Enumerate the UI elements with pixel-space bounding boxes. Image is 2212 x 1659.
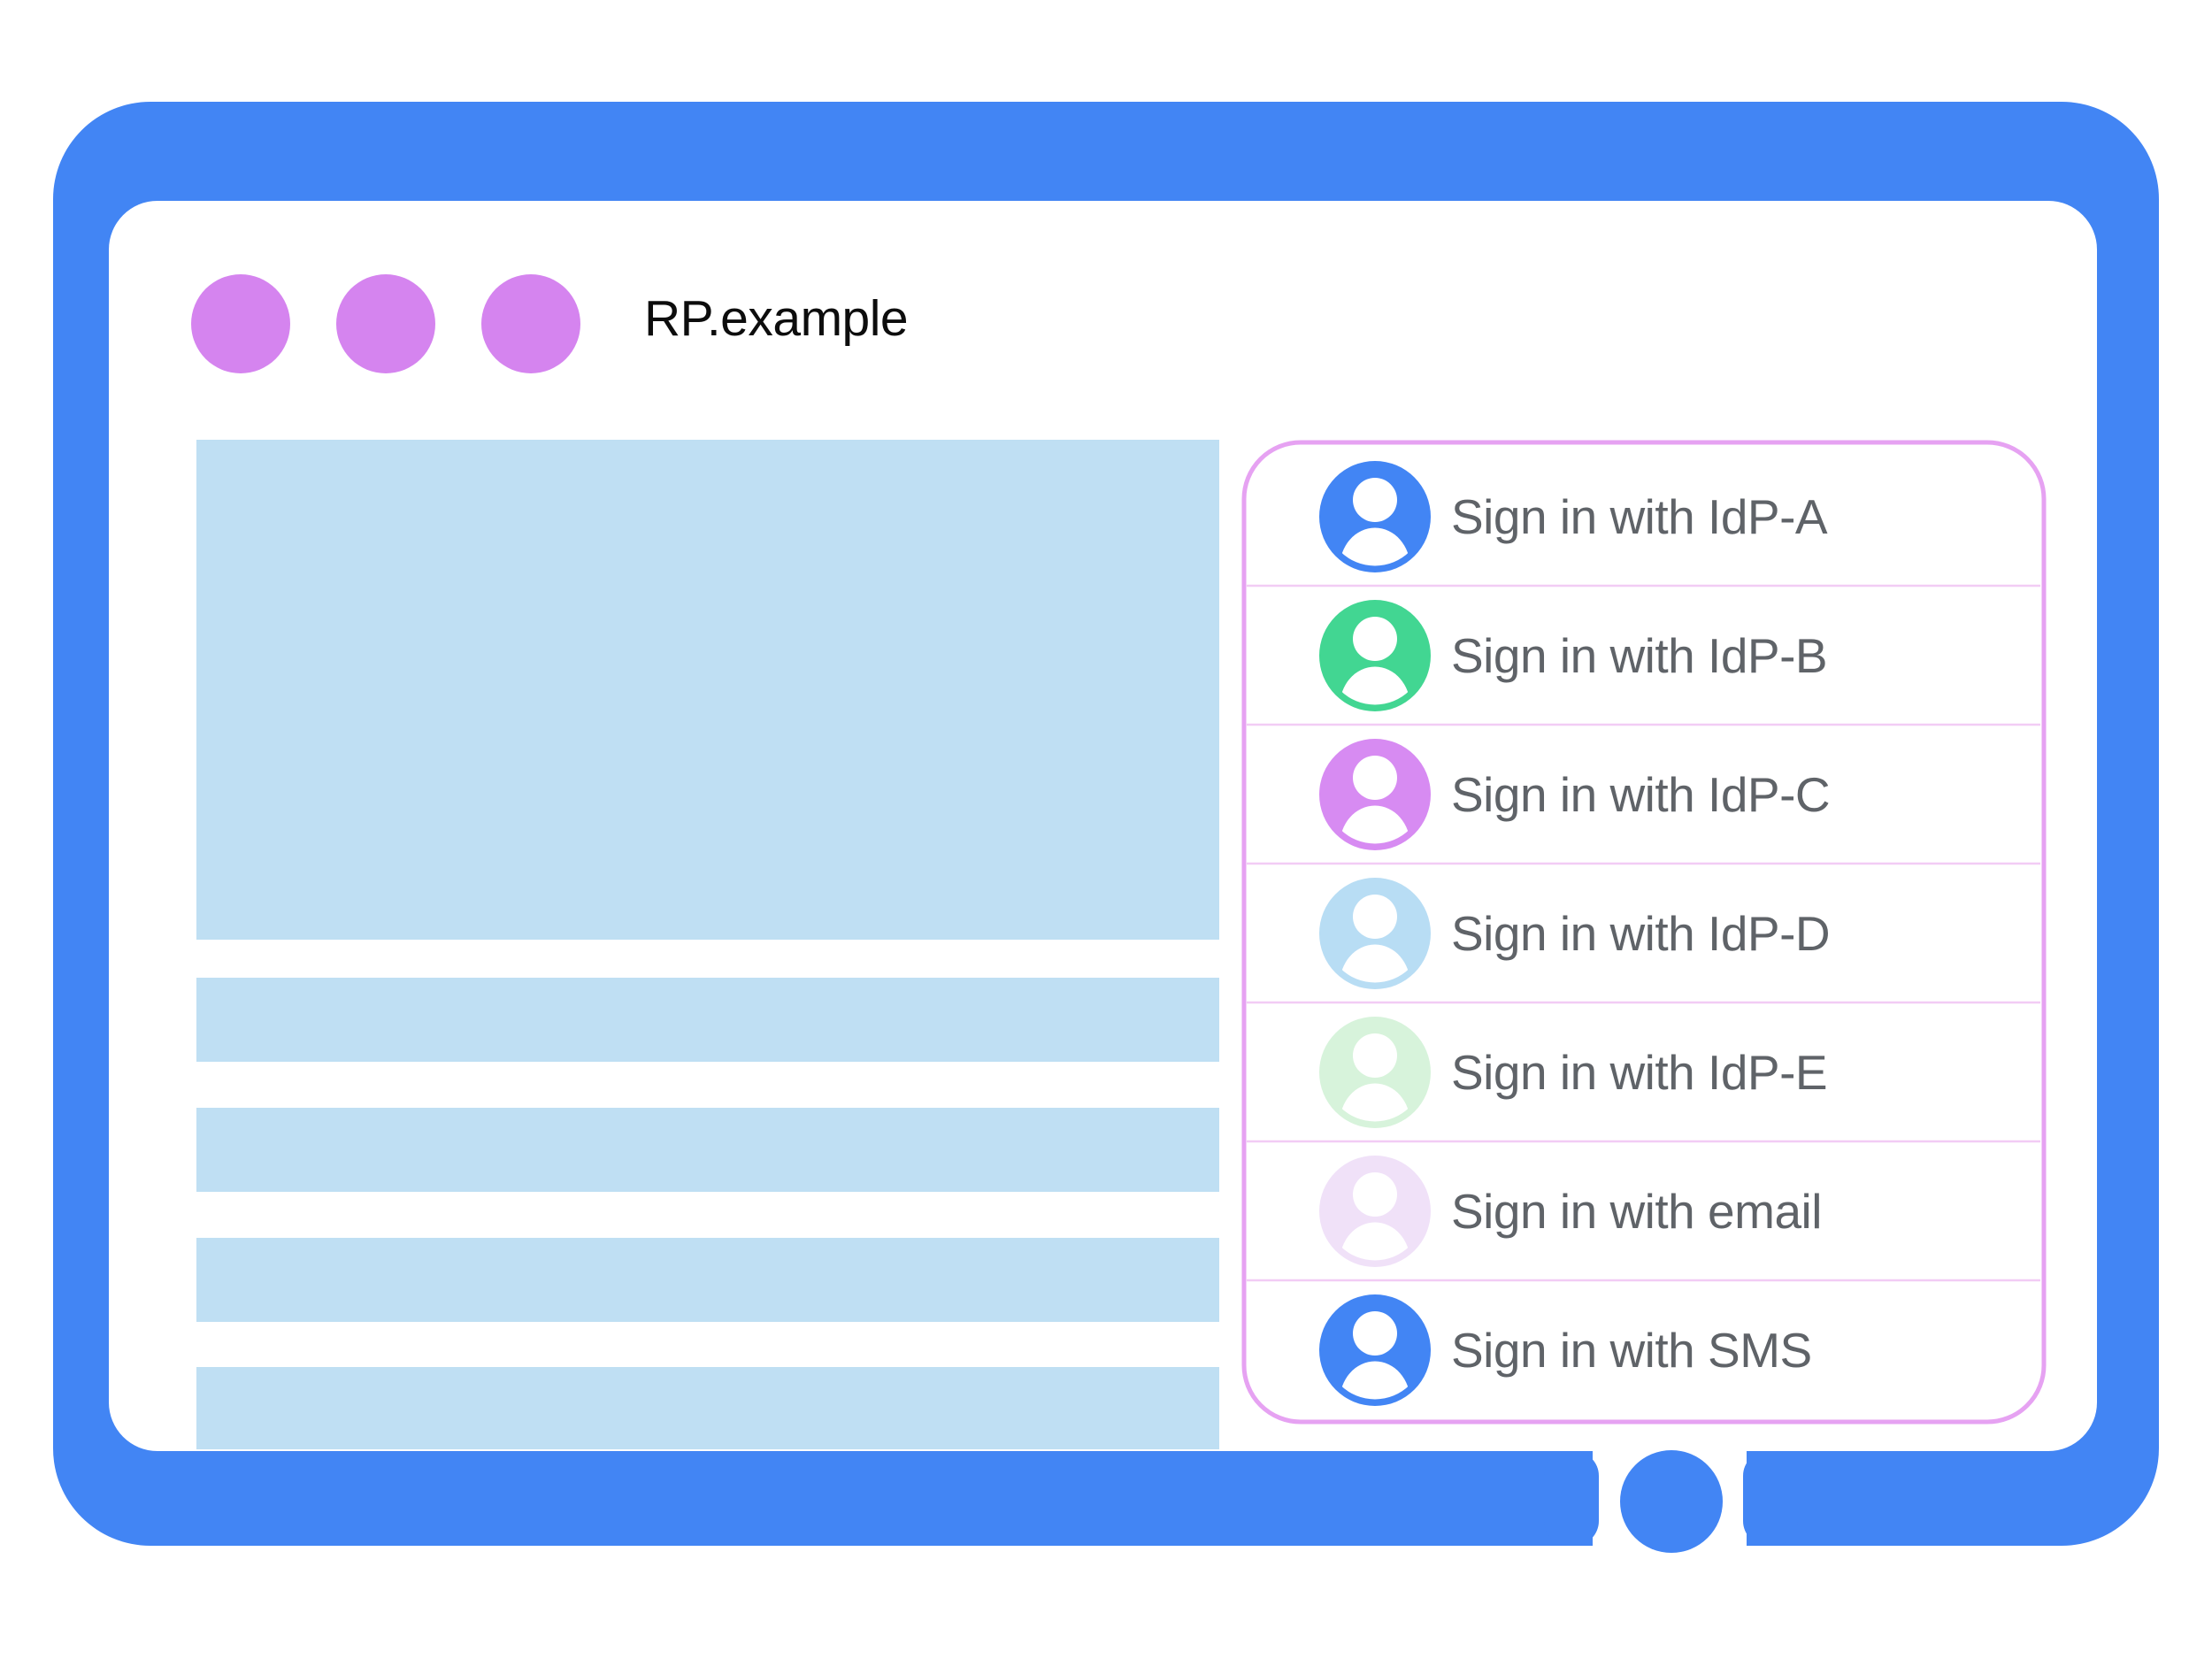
signin-row-label: Sign in with IdP-D [1451,906,1830,961]
signin-row-idp-b[interactable]: Sign in with IdP-B [1319,600,1828,748]
signin-row-idp-a[interactable]: Sign in with IdP-A [1319,461,1828,609]
signin-panel [1241,440,2047,1425]
signin-row-idp-e[interactable]: Sign in with IdP-E [1319,1017,1828,1164]
signin-row-idp-c[interactable]: Sign in with IdP-C [1319,739,1831,887]
content-line-placeholder-4 [196,1367,1219,1449]
content-line-placeholder-1 [196,978,1219,1062]
signin-row-label: Sign in with IdP-B [1451,628,1827,683]
content-hero-placeholder [196,440,1219,940]
content-line-placeholder-3 [196,1238,1219,1322]
window-title: RP.example [644,290,908,347]
window-control-dot-1[interactable] [191,274,290,373]
signin-row-email[interactable]: Sign in with email [1319,1156,1822,1303]
signin-row-label: Sign in with IdP-C [1451,767,1830,822]
signin-row-idp-d[interactable]: Sign in with IdP-D [1319,878,1831,1025]
signin-row-label: Sign in with IdP-A [1451,489,1828,544]
frame-bottom-bar-right-cap [1743,1451,1798,1546]
window-control-dot-3[interactable] [481,274,580,373]
content-line-placeholder-2 [196,1108,1219,1192]
window-control-dot-2[interactable] [336,274,435,373]
signin-row-label: Sign in with email [1451,1184,1822,1239]
signin-row-label: Sign in with IdP-E [1451,1045,1827,1100]
frame-notch-circle [1620,1450,1723,1553]
frame-bottom-bar-left-cap [1544,1451,1599,1546]
signin-row-sms[interactable]: Sign in with SMS [1319,1294,1812,1442]
signin-row-label: Sign in with SMS [1451,1323,1812,1378]
